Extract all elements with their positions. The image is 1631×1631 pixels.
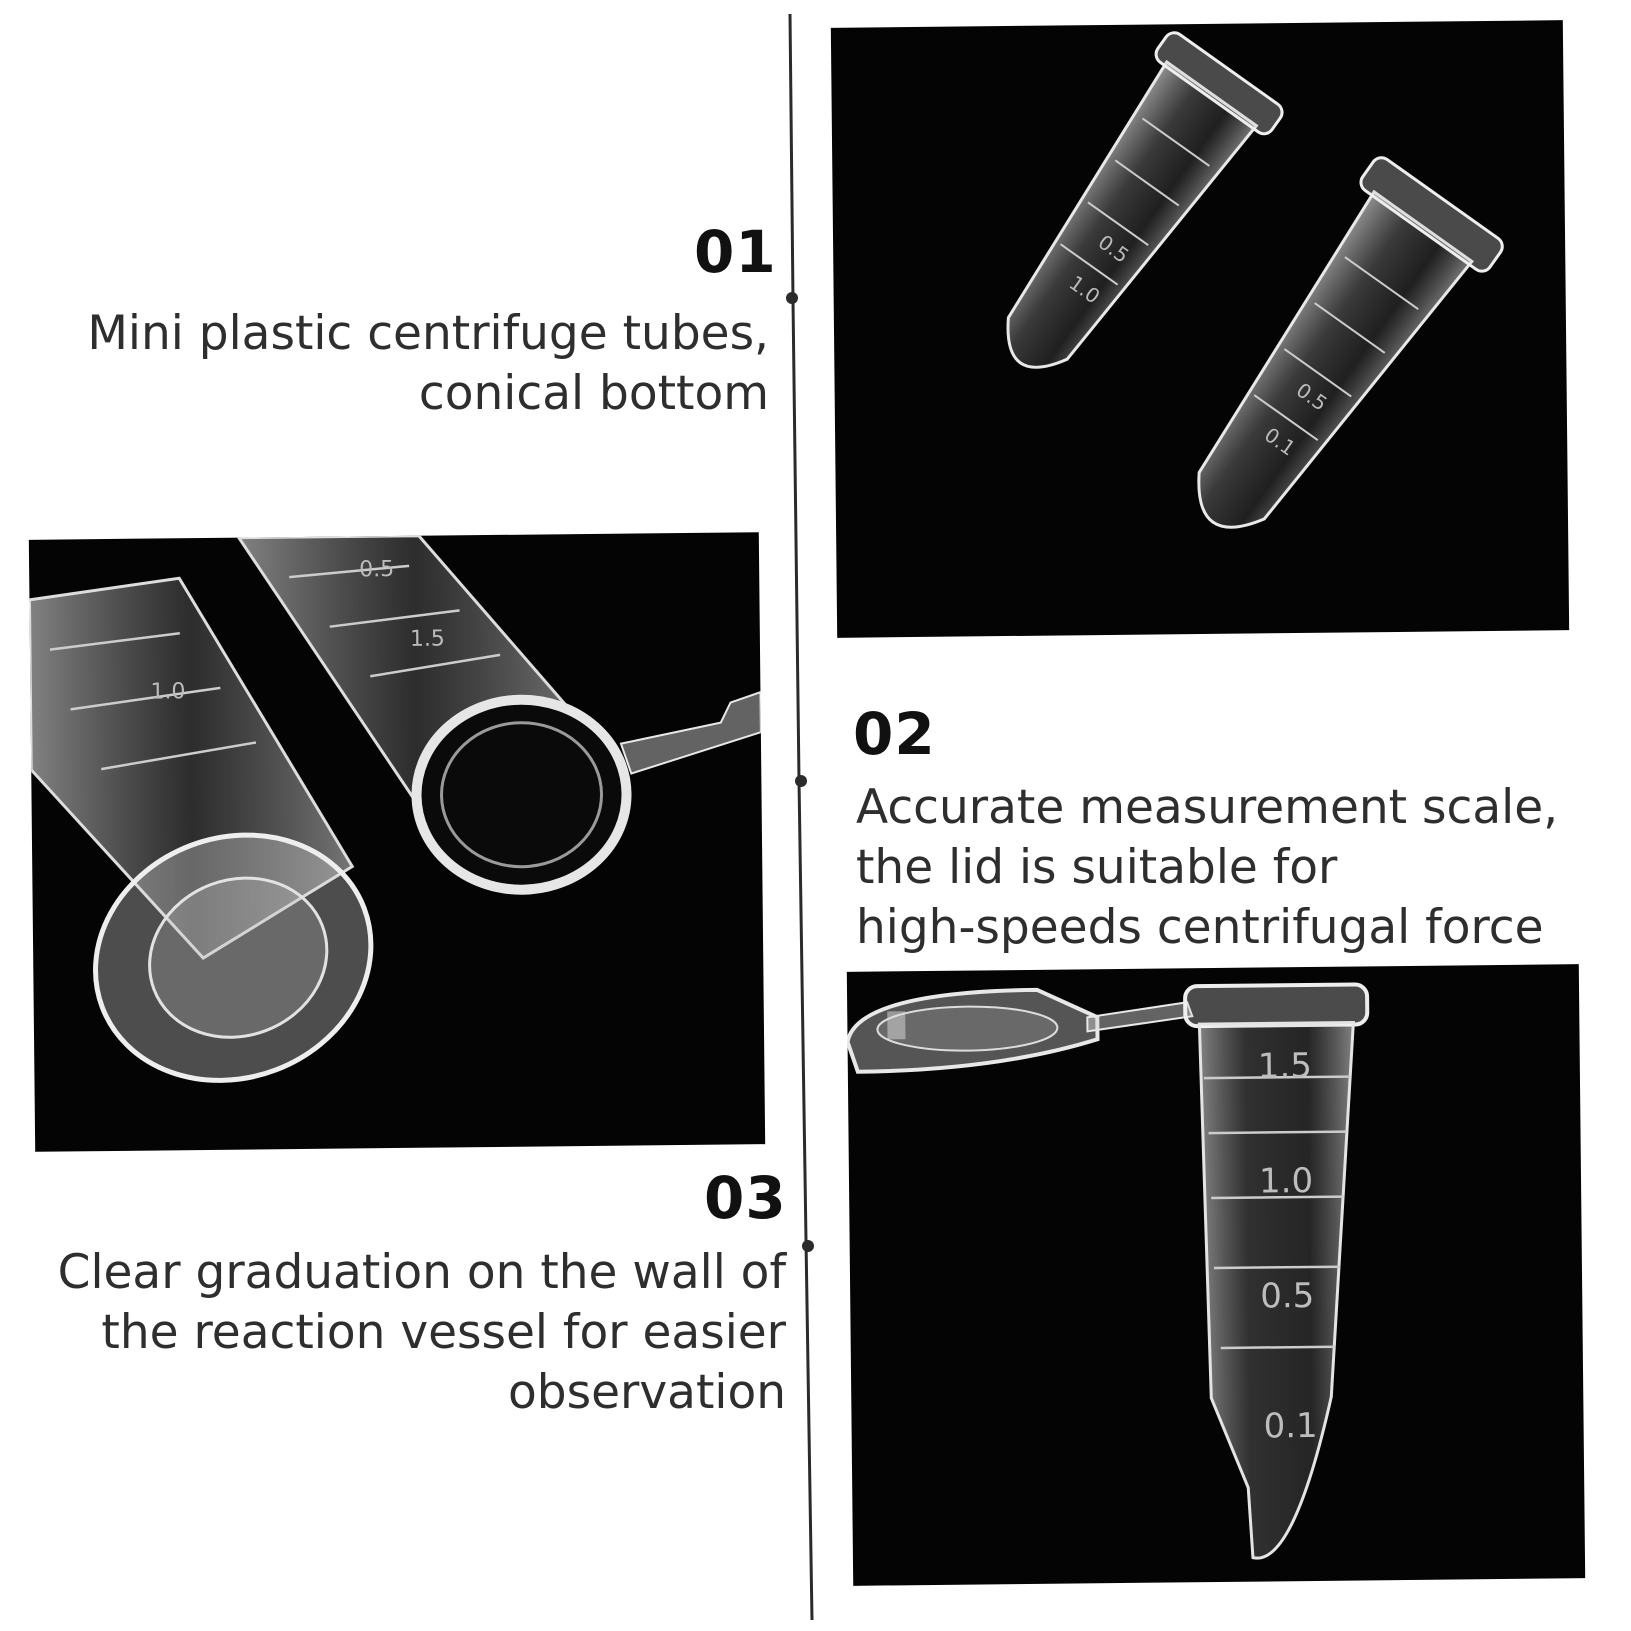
feature-02-line-3: high-speeds centrifugal force: [856, 900, 1544, 955]
feature-01-number: 01: [694, 218, 777, 286]
feature-02-marker-dot: [795, 775, 807, 787]
feature-03-line-3: observation: [508, 1365, 786, 1420]
two-tubes-illustration: 0.5 1.0 0.5 0.1: [1006, 31, 1504, 529]
feature-01-description: Mini plastic centrifuge tubes, conical b…: [87, 304, 769, 424]
right-tube-scale-label: 0.5: [359, 557, 394, 582]
feature-03-marker-dot: [802, 1240, 814, 1252]
feature-03-number: 03: [704, 1164, 787, 1232]
left-tube-scale-label: 1.0: [150, 679, 185, 704]
scale-label-0-1: 0.1: [1263, 1406, 1317, 1447]
feature-02-number: 02: [853, 700, 936, 768]
two-tubes-diagonal-photo: 0.5 1.0 0.5 0.1: [830, 20, 1570, 638]
feature-03-description: Clear graduation on the wall of the reac…: [58, 1243, 786, 1423]
tube-openings-illustration: 1.0 0.5 1.5: [28, 534, 762, 1083]
scale-label-1-0: 1.0: [1259, 1161, 1313, 1202]
scale-label-0-5: 0.5: [1260, 1276, 1314, 1317]
scale-label-1-5: 1.5: [1258, 1046, 1312, 1087]
feature-02-line-1: Accurate measurement scale,: [856, 780, 1559, 835]
right-tube-scale-label-2: 1.5: [410, 626, 445, 651]
open-lid-tube-illustration: 1.5 1.0 0.5 0.1: [846, 982, 1370, 1560]
tube-openings-closeup-photo: 1.0 0.5 1.5: [28, 532, 766, 1152]
feature-01-marker-dot: [786, 292, 798, 304]
feature-02-line-2: the lid is suitable for: [856, 840, 1338, 895]
feature-03-line-2: the reaction vessel for easier: [101, 1305, 786, 1360]
feature-03-line-1: Clear graduation on the wall of: [57, 1245, 786, 1300]
feature-02-description: Accurate measurement scale, the lid is s…: [856, 778, 1558, 958]
feature-01-line-1: Mini plastic centrifuge tubes,: [87, 306, 769, 361]
feature-01-line-2: conical bottom: [418, 366, 769, 421]
open-lid-tube-photo: 1.5 1.0 0.5 0.1: [846, 964, 1586, 1586]
